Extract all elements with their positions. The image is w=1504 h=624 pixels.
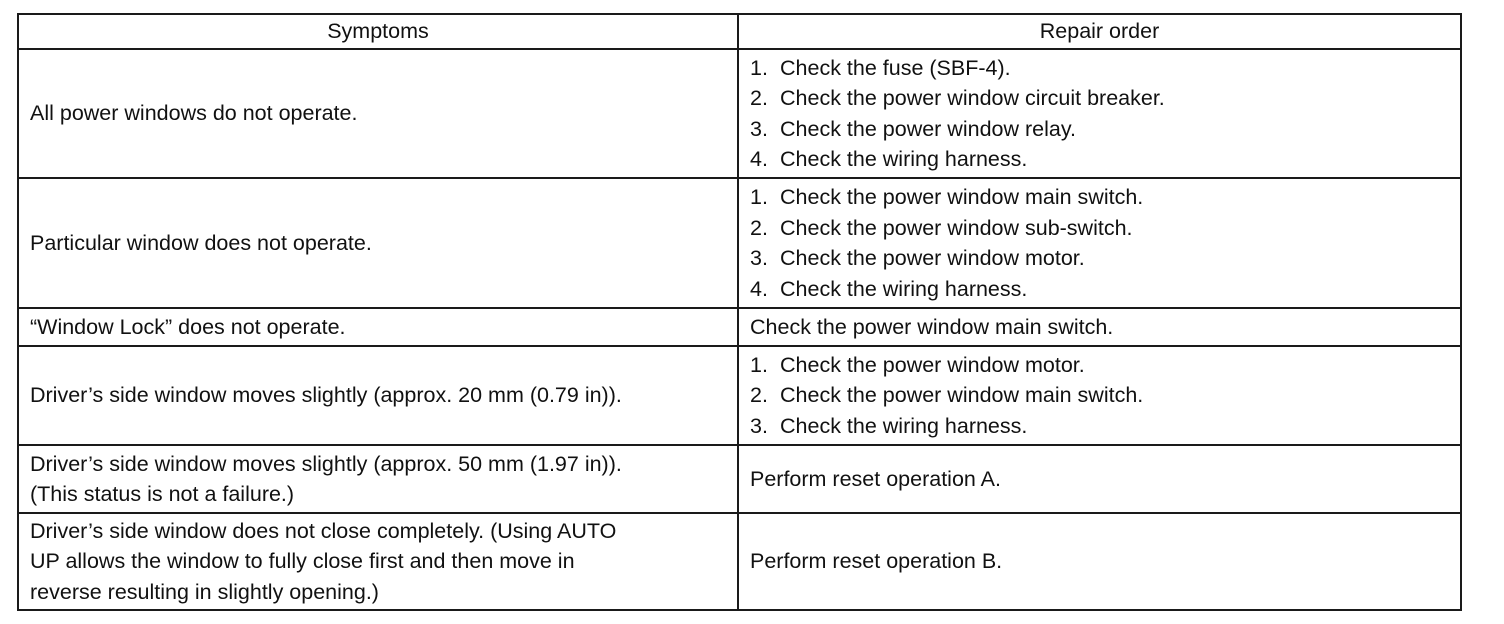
header-repair-order: Repair order [737, 13, 1462, 50]
repair-step: 1. Check the power window main switch. [750, 182, 1450, 213]
symptom-line: UP allows the window to fully close firs… [30, 549, 575, 574]
step-number: 3. [750, 246, 768, 270]
repair-cell: 1. Check the fuse (SBF-4). 2. Check the po… [737, 48, 1462, 179]
repair-text: Perform reset operation B. [750, 549, 1003, 574]
repair-step: 4. Check the wiring harness. [750, 274, 1450, 305]
table-row: Driver’s side window does not close comp… [17, 512, 1462, 611]
step-text: Check the power window sub-switch. [780, 215, 1133, 240]
step-number: 1. [750, 55, 768, 80]
symptom-line: Driver’s side window moves slightly (app… [30, 451, 622, 476]
header-symptoms: Symptoms [17, 13, 739, 50]
symptom-cell: All power windows do not operate. [17, 48, 739, 179]
step-number: 3. [750, 413, 768, 438]
step-number: 4. [750, 276, 768, 301]
symptom-cell: Particular window does not operate. [17, 177, 739, 309]
step-text: Check the wiring harness. [780, 147, 1028, 171]
step-text: Check the power window motor. [780, 246, 1085, 270]
repair-cell: Perform reset operation B. [737, 512, 1462, 611]
step-text: Check the wiring harness. [780, 276, 1028, 301]
step-number: 4. [750, 147, 768, 171]
table-row: Driver’s side window moves slightly (app… [17, 345, 1462, 446]
repair-step: 1. Check the fuse (SBF-4). [750, 53, 1450, 84]
step-number: 2. [750, 86, 768, 110]
step-text: Check the power window main switch. [780, 383, 1144, 408]
step-text: Check the power window relay. [780, 116, 1076, 141]
table-row: “Window Lock” does not operate. Check th… [17, 307, 1462, 347]
repair-cell: 1. Check the power window motor. 2. Check … [737, 345, 1462, 446]
symptom-cell: Driver’s side window does not close comp… [17, 512, 739, 611]
symptom-cell: Driver’s side window moves slightly (app… [17, 444, 739, 514]
diagnosis-table: Symptoms Repair order All power windows … [17, 13, 1462, 611]
repair-step: 2. Check the power window main switch. [750, 380, 1450, 411]
repair-step: 4. Check the wiring harness. [750, 144, 1450, 175]
repair-step: 3. Check the power window relay. [750, 114, 1450, 145]
repair-step: 2. Check the power window circuit breaker… [750, 83, 1450, 114]
symptom-line: Driver’s side window moves slightly (app… [30, 383, 622, 408]
step-number: 3. [750, 116, 768, 141]
symptom-line: “Window Lock” does not operate. [30, 314, 346, 339]
repair-step: 1. Check the power window motor. [750, 350, 1450, 381]
step-text: Check the power window motor. [780, 352, 1085, 377]
step-text: Check the wiring harness. [780, 413, 1028, 438]
repair-step: 3. Check the power window motor. [750, 243, 1450, 274]
repair-step: 3. Check the wiring harness. [750, 411, 1450, 442]
table-row: Driver’s side window moves slightly (app… [17, 444, 1462, 514]
symptom-line: (This status is not a failure.) [30, 482, 295, 506]
repair-text: Check the power window main switch. [750, 314, 1114, 339]
step-number: 2. [750, 215, 768, 240]
repair-steps: 1. Check the power window motor. 2. Check … [750, 350, 1450, 442]
repair-steps: 1. Check the power window main switch. 2.… [750, 182, 1450, 304]
header-row: Symptoms Repair order [17, 13, 1462, 50]
repair-cell: Check the power window main switch. [737, 307, 1462, 347]
repair-cell: Perform reset operation A. [737, 444, 1462, 514]
step-text: Check the fuse (SBF-4). [780, 55, 1011, 80]
step-text: Check the power window circuit breaker. [780, 86, 1165, 110]
table-row: All power windows do not operate. 1. Chec… [17, 48, 1462, 179]
step-number: 1. [750, 185, 768, 209]
repair-steps: 1. Check the fuse (SBF-4). 2. Check the po… [750, 53, 1450, 175]
step-text: Check the power window main switch. [780, 185, 1144, 209]
symptom-cell: “Window Lock” does not operate. [17, 307, 739, 347]
symptom-line: Particular window does not operate. [30, 230, 372, 255]
step-number: 1. [750, 352, 768, 377]
step-number: 2. [750, 383, 768, 408]
repair-step: 2. Check the power window sub-switch. [750, 213, 1450, 244]
repair-text: Perform reset operation A. [750, 466, 1001, 491]
symptom-line: All power windows do not operate. [30, 101, 358, 126]
symptom-cell: Driver’s side window moves slightly (app… [17, 345, 739, 446]
symptom-line: Driver’s side window does not close comp… [30, 518, 617, 543]
symptom-line: reverse resulting in slightly opening.) [30, 579, 379, 604]
table-row: Particular window does not operate. 1. Ch… [17, 177, 1462, 309]
repair-cell: 1. Check the power window main switch. 2.… [737, 177, 1462, 309]
